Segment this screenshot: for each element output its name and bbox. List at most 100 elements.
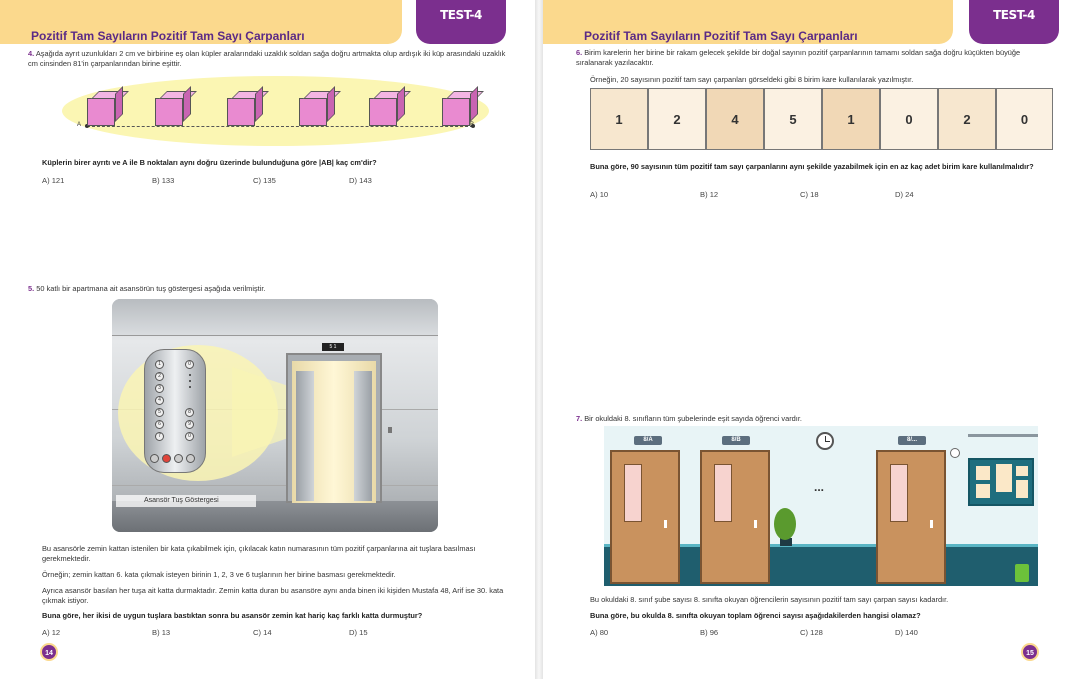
question-6-example: Örneğin, 20 sayısının pozitif tam sayı ç… bbox=[590, 75, 914, 84]
option-b[interactable]: B) 13 bbox=[152, 628, 171, 637]
left-page: Pozitif Tam Sayıların Pozitif Tam Sayı Ç… bbox=[0, 0, 535, 679]
door-window bbox=[890, 464, 908, 522]
question-7-paragraph: Bu okuldaki 8. sınıf şube sayısı 8. sını… bbox=[590, 595, 949, 604]
page-number: 15 bbox=[1021, 643, 1039, 661]
option-d[interactable]: D) 24 bbox=[895, 190, 914, 199]
option-d[interactable]: D) 140 bbox=[895, 628, 918, 637]
phone-key[interactable] bbox=[174, 454, 183, 463]
question-5-prompt: Buna göre, her ikisi de uygun tuşlara ba… bbox=[42, 611, 423, 620]
image-caption: Asansör Tuş Göstergesi bbox=[144, 497, 219, 504]
key-button[interactable]: 5 bbox=[155, 408, 164, 417]
option-a[interactable]: A) 121 bbox=[42, 176, 65, 185]
option-b[interactable]: B) 96 bbox=[700, 628, 719, 637]
question-7-intro-text: Bir okuldaki 8. sınıfların tüm şubelerin… bbox=[584, 414, 802, 423]
classroom-door bbox=[700, 450, 770, 584]
wall-lamp-icon bbox=[950, 448, 960, 458]
wall-shelf bbox=[968, 434, 1038, 437]
plant-pot bbox=[780, 538, 792, 546]
option-b[interactable]: B) 12 bbox=[700, 190, 719, 199]
point-a-label: A bbox=[77, 122, 82, 128]
option-a[interactable]: A) 12 bbox=[42, 628, 61, 637]
right-page: Pozitif Tam Sayıların Pozitif Tam Sayı Ç… bbox=[543, 0, 1087, 679]
classroom-door bbox=[876, 450, 946, 584]
key-button[interactable]: 0 bbox=[185, 360, 194, 369]
key-button[interactable]: 9 bbox=[185, 420, 194, 429]
key-button[interactable]: 3 bbox=[155, 384, 164, 393]
digit-cell: 0 bbox=[996, 88, 1053, 150]
elevator-image: 5 1 1 2 3 4 5 6 7 0 8 9 0 Asansör Tuş Gö… bbox=[112, 299, 438, 532]
digit-cell: 1 bbox=[822, 88, 880, 150]
digit-cell: 2 bbox=[648, 88, 706, 150]
door-handle bbox=[930, 520, 933, 528]
cube bbox=[369, 86, 411, 126]
question-5-intro-text: 50 katlı bir apartmana ait asansörün tuş… bbox=[36, 284, 266, 293]
door-open-key[interactable] bbox=[150, 454, 159, 463]
option-d[interactable]: D) 143 bbox=[349, 176, 372, 185]
cube bbox=[87, 86, 129, 126]
trash-bin-icon bbox=[1015, 564, 1029, 582]
option-a[interactable]: A) 10 bbox=[590, 190, 609, 199]
point-b-label: B bbox=[470, 122, 475, 128]
question-5-intro: 5. 50 katlı bir apartmana ait asansörün … bbox=[28, 284, 508, 294]
door-handle bbox=[664, 520, 667, 528]
notice-board bbox=[968, 458, 1034, 506]
question-7-prompt: Buna göre, bu okulda 8. sınıfta okuyan t… bbox=[590, 611, 921, 620]
question-6-body: Birim karelerin her birine bir rakam gel… bbox=[576, 48, 1021, 67]
page-number: 14 bbox=[40, 643, 58, 661]
cube bbox=[227, 86, 269, 126]
question-5-paragraph-2: Örneğin; zemin kattan 6. kata çıkmak ist… bbox=[42, 570, 396, 579]
wall-line bbox=[112, 335, 438, 336]
question-5-paragraph-3: Ayrıca asansör basılan her tuşa ait katt… bbox=[42, 586, 504, 605]
door-label: 8/B bbox=[722, 436, 750, 445]
digit-cell: 0 bbox=[880, 88, 938, 150]
key-button[interactable]: 0 bbox=[185, 432, 194, 441]
call-button bbox=[388, 427, 392, 433]
alarm-key[interactable] bbox=[162, 454, 171, 463]
question-number: 4. bbox=[28, 49, 35, 58]
question-7-intro: 7. Bir okuldaki 8. sınıfların tüm şubele… bbox=[576, 414, 1054, 424]
option-c[interactable]: C) 128 bbox=[800, 628, 823, 637]
page-gutter bbox=[535, 0, 543, 679]
key-button[interactable]: 1 bbox=[155, 360, 164, 369]
digit-cell: 1 bbox=[590, 88, 648, 150]
cube bbox=[155, 86, 197, 126]
option-c[interactable]: C) 18 bbox=[800, 190, 819, 199]
header-band bbox=[0, 0, 402, 44]
question-6-prompt: Buna göre, 90 sayısının tüm pozitif tam … bbox=[590, 162, 1034, 171]
question-number: 7. bbox=[576, 414, 583, 423]
digit-cell: 2 bbox=[938, 88, 996, 150]
point-a-dot bbox=[85, 124, 89, 128]
dot bbox=[189, 374, 191, 376]
digit-cell: 4 bbox=[706, 88, 764, 150]
key-button[interactable]: 6 bbox=[155, 420, 164, 429]
wall-line bbox=[112, 485, 438, 486]
keypad-panel: 1 2 3 4 5 6 7 0 8 9 0 bbox=[144, 349, 206, 473]
door-window bbox=[624, 464, 642, 522]
option-c[interactable]: C) 135 bbox=[253, 176, 276, 185]
question-number: 6. bbox=[576, 48, 583, 57]
question-number: 5. bbox=[28, 284, 35, 293]
question-4-text: 4. Aşağıda ayrıt uzunlukları 2 cm ve bir… bbox=[28, 49, 513, 69]
cube bbox=[442, 86, 484, 126]
option-a[interactable]: A) 80 bbox=[590, 628, 609, 637]
key-button[interactable]: 4 bbox=[155, 396, 164, 405]
wainscot-trim bbox=[604, 544, 1038, 547]
option-d[interactable]: D) 15 bbox=[349, 628, 368, 637]
question-4-body: Aşağıda ayrıt uzunlukları 2 cm ve birbir… bbox=[28, 49, 506, 68]
door-label: 8/... bbox=[898, 436, 926, 445]
option-b[interactable]: B) 133 bbox=[152, 176, 175, 185]
dot bbox=[189, 380, 191, 382]
key-button[interactable]: 8 bbox=[185, 408, 194, 417]
key-button[interactable]: 2 bbox=[155, 372, 164, 381]
school-corridor-image: 8/A 8/B 8/... ... bbox=[604, 426, 1038, 586]
cube bbox=[299, 86, 341, 126]
door-close-key[interactable] bbox=[186, 454, 195, 463]
test-badge: TEST-4 bbox=[969, 0, 1059, 44]
wall-clock-icon bbox=[816, 432, 834, 450]
dot bbox=[189, 386, 191, 388]
option-c[interactable]: C) 14 bbox=[253, 628, 272, 637]
point-b-dot bbox=[471, 124, 475, 128]
key-button[interactable]: 7 bbox=[155, 432, 164, 441]
ellipsis: ... bbox=[814, 480, 825, 494]
caption-bar bbox=[116, 495, 256, 507]
